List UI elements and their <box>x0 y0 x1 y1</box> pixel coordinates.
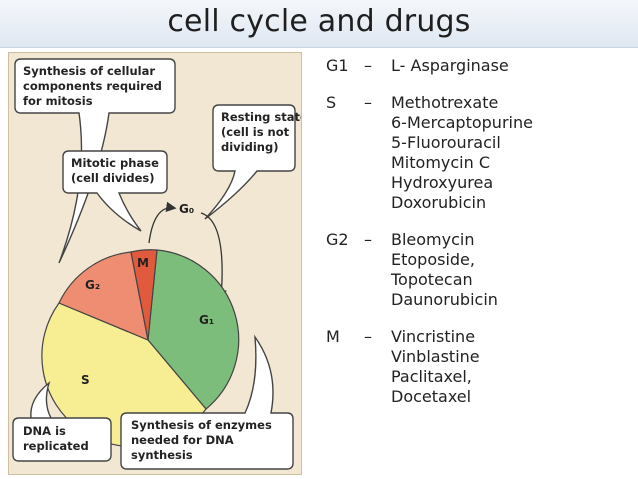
title-band <box>0 0 638 48</box>
drug-name: Daunorubicin <box>391 290 498 309</box>
drug-group-s: S – Methotrexate 6-Mercaptopurine 5-Fluo… <box>326 93 632 213</box>
callout-synthesis-enzymes-bubble <box>120 334 294 470</box>
phase-label-g0: G₀ <box>179 202 194 216</box>
callout-resting-state-line2: (cell is not <box>221 125 290 139</box>
phase-name: S <box>326 93 337 112</box>
callout-mitotic-phase-bubble <box>62 150 168 232</box>
drug-group-m: M – Vincristine Vinblastine Paclitaxel, … <box>326 327 632 407</box>
drug-name: Mitomycin C <box>391 153 491 172</box>
callout-dna-replicated-line2: replicated <box>23 439 89 453</box>
callout-synthesis-cellular-line3: for mitosis <box>23 94 93 108</box>
slice-g2 <box>58 251 149 341</box>
cell-cycle-svg: Synthesis of cellular components require… <box>12 58 301 470</box>
phase-dash: – <box>364 56 372 75</box>
callout-synthesis-enzymes-line2: needed for DNA <box>131 433 234 447</box>
drug-name: Docetaxel <box>391 387 472 406</box>
drug-name: L- Asparginase <box>391 56 509 75</box>
drug-name: Hydroxyurea <box>391 173 494 192</box>
callout-dna-replicated-line1: DNA is <box>23 424 66 438</box>
g0-exit-arrow <box>148 201 177 244</box>
callout-dna-replicated-bubble <box>12 381 112 462</box>
callout-synthesis-cellular-line2: components required <box>23 79 162 93</box>
drug-name: Etoposide, <box>391 250 475 269</box>
phase-name: M <box>326 327 340 346</box>
callout-synthesis-enzymes-line3: synthesis <box>131 448 193 462</box>
cell-cycle-diagram: Synthesis of cellular components require… <box>8 52 302 475</box>
drug-name: 6-Mercaptopurine <box>391 113 533 132</box>
drug-name: Vinblastine <box>391 347 480 366</box>
callout-mitotic-phase-line2: (cell divides) <box>71 171 155 185</box>
callout-resting-state-line3: dividing) <box>221 140 278 154</box>
drug-name: Paclitaxel, <box>391 367 472 386</box>
drug-group-g2: G2 – Bleomycin Etoposide, Topotecan Daun… <box>326 230 632 310</box>
cell-cycle-pie <box>41 249 240 448</box>
callout-synthesis-cellular-line1: Synthesis of cellular <box>23 64 155 78</box>
phase-label-g1: G₁ <box>199 313 214 327</box>
drug-group-g1: G1 – L- Asparginase <box>326 56 632 76</box>
drug-name: Topotecan <box>391 270 473 289</box>
drug-name: 5-Fluorouracil <box>391 133 501 152</box>
drug-name: Doxorubicin <box>391 193 487 212</box>
page-title: cell cycle and drugs <box>167 4 471 39</box>
g0-return-arrow <box>200 212 227 301</box>
phase-dash: – <box>364 93 372 112</box>
phase-dash: – <box>364 230 372 249</box>
drug-name: Bleomycin <box>391 230 475 249</box>
phase-label-g2: G₂ <box>85 278 100 292</box>
callout-resting-state-bubble <box>204 104 296 220</box>
phase-label-s: S <box>81 373 90 387</box>
phase-label-m: M <box>137 256 149 270</box>
phase-dash: – <box>364 327 372 346</box>
phase-name: G2 <box>326 230 349 249</box>
callout-synthesis-enzymes-line1: Synthesis of enzymes <box>131 418 272 432</box>
phase-name: G1 <box>326 56 349 75</box>
slice-m <box>130 249 158 341</box>
callout-mitotic-phase-line1: Mitotic phase <box>71 156 159 170</box>
callout-resting-state-line1: Resting state <box>221 110 301 124</box>
slice-g1 <box>147 249 240 410</box>
drug-name: Vincristine <box>391 327 476 346</box>
drug-list: G1 – L- Asparginase S – Methotrexate 6-M… <box>326 56 632 424</box>
drug-name: Methotrexate <box>391 93 499 112</box>
